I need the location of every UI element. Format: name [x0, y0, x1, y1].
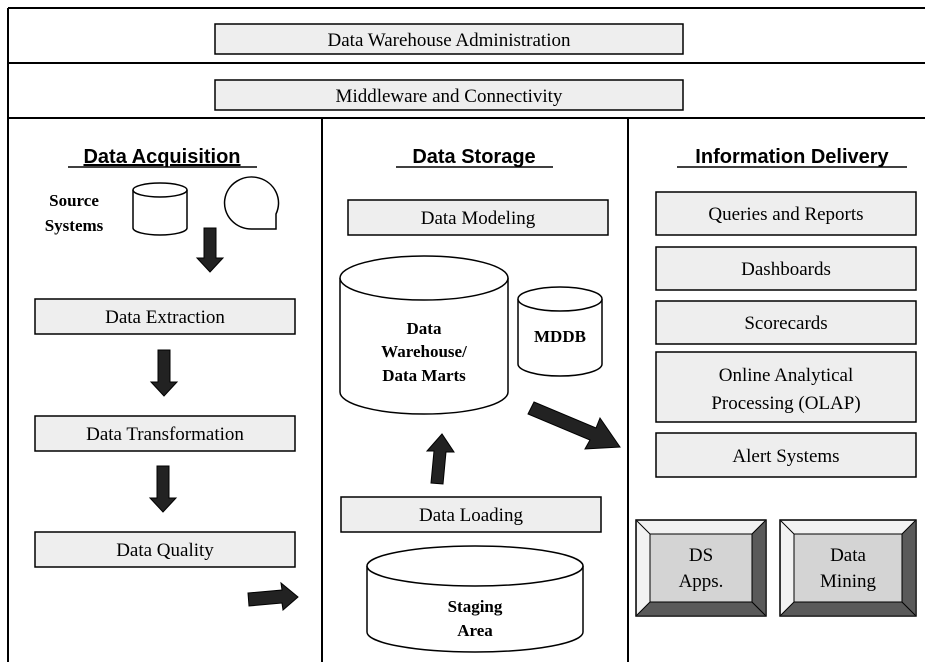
scorecards-box: Scorecards	[744, 313, 827, 334]
ds-apps-bevel-box	[635, 519, 767, 617]
middleware-label: Middleware and Connectivity	[336, 86, 563, 107]
olap-label-line1: Online Analytical	[719, 365, 854, 386]
delivery-heading: Information Delivery	[695, 146, 889, 168]
up-arrow-icon	[425, 433, 455, 485]
mddb-label: MDDB	[534, 327, 586, 346]
dashboards-box: Dashboards	[741, 259, 831, 280]
data-warehouse-label-line2: Warehouse/	[381, 342, 467, 361]
data-extraction-box: Data Extraction	[105, 307, 225, 328]
diagonal-arrow-icon	[527, 401, 621, 450]
data-acquisition-section: Data Acquisition Source Systems Data Ext…	[34, 146, 299, 611]
right-arrow-icon	[247, 581, 299, 611]
data-mining-bevel-box	[779, 519, 917, 617]
source-file-icon	[223, 176, 280, 230]
mddb-cylinder	[517, 286, 603, 377]
down-arrow-icon	[148, 465, 178, 513]
administration-label: Data Warehouse Administration	[328, 30, 571, 51]
source-systems-label-line1: Source	[49, 191, 99, 210]
data-transformation-box: Data Transformation	[86, 424, 244, 445]
source-database-icon	[132, 182, 188, 236]
data-mining-label-line1: Data	[830, 545, 866, 566]
data-modeling-box: Data Modeling	[421, 208, 536, 229]
olap-label-line2: Processing (OLAP)	[711, 393, 860, 414]
ds-apps-label-line2: Apps.	[679, 571, 724, 592]
staging-label-line2: Area	[457, 621, 493, 640]
ds-apps-label-line1: DS	[689, 545, 713, 566]
queries-reports-box: Queries and Reports	[708, 204, 863, 225]
down-arrow-icon	[195, 227, 225, 273]
administration-bar: Data Warehouse Administration	[214, 23, 684, 55]
data-warehouse-cylinder	[339, 255, 509, 415]
data-quality-box: Data Quality	[116, 540, 214, 561]
alert-systems-box: Alert Systems	[732, 446, 839, 467]
staging-area-cylinder	[366, 545, 584, 653]
source-systems-label-line2: Systems	[45, 216, 104, 235]
data-mining-label-line2: Mining	[820, 571, 876, 592]
down-arrow-icon	[149, 349, 179, 397]
middleware-bar: Middleware and Connectivity	[214, 79, 684, 111]
data-warehouse-label-line3: Data Marts	[382, 366, 466, 385]
staging-label-line1: Staging	[448, 597, 503, 616]
storage-heading: Data Storage	[412, 146, 535, 168]
frame	[7, 7, 925, 662]
data-loading-box: Data Loading	[419, 505, 523, 526]
data-warehouse-label-line1: Data	[407, 319, 442, 338]
acquisition-heading: Data Acquisition	[83, 146, 240, 168]
information-delivery-section: Information Delivery Queries and Reports…	[635, 146, 917, 617]
data-storage-section: Data Storage Data Modeling Data Warehous…	[339, 146, 621, 653]
